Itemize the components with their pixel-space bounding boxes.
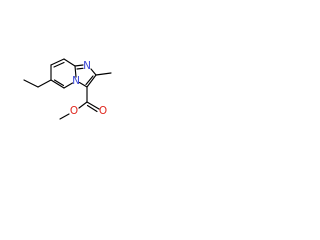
atom-n-bridge: N xyxy=(72,75,80,87)
bond-c-o-double xyxy=(86,101,100,110)
bond-c3-n4 xyxy=(78,81,88,88)
bond-n1-c2 xyxy=(90,68,97,76)
bond-c2-c3-inner xyxy=(85,75,94,86)
bond-c6-c5 xyxy=(50,79,65,89)
bond-n4-c8a xyxy=(74,65,77,78)
atom-o-ester: O xyxy=(70,105,78,117)
bond-c2-c3 xyxy=(86,74,97,88)
bond-o-methyl xyxy=(59,113,70,120)
atom-n-ring: N xyxy=(83,60,91,72)
bond-c5-n4 xyxy=(63,82,74,89)
bond-c8-c7 xyxy=(50,58,65,66)
bond-c-o-ester xyxy=(78,101,88,109)
bond-c2-methyl xyxy=(95,72,112,76)
bond-c6-c5-inner xyxy=(53,79,65,87)
bond-c6-ethyl xyxy=(37,79,52,88)
molecule-structure: N N O O xyxy=(23,58,112,120)
atom-o-carbonyl: O xyxy=(99,105,107,117)
structure-canvas: N N O O xyxy=(0,0,152,152)
bond-ethyl-ch3 xyxy=(23,79,39,88)
bond-c8a-c8 xyxy=(63,58,76,67)
bond-c8-c7-inner xyxy=(53,61,65,68)
bond-c8a-n1-inner xyxy=(76,67,84,70)
bond-c-o-double-inner xyxy=(86,104,98,113)
atom-labels: N N O O xyxy=(70,60,107,117)
bond-c8a-n1 xyxy=(74,64,84,67)
bonds xyxy=(23,58,112,120)
